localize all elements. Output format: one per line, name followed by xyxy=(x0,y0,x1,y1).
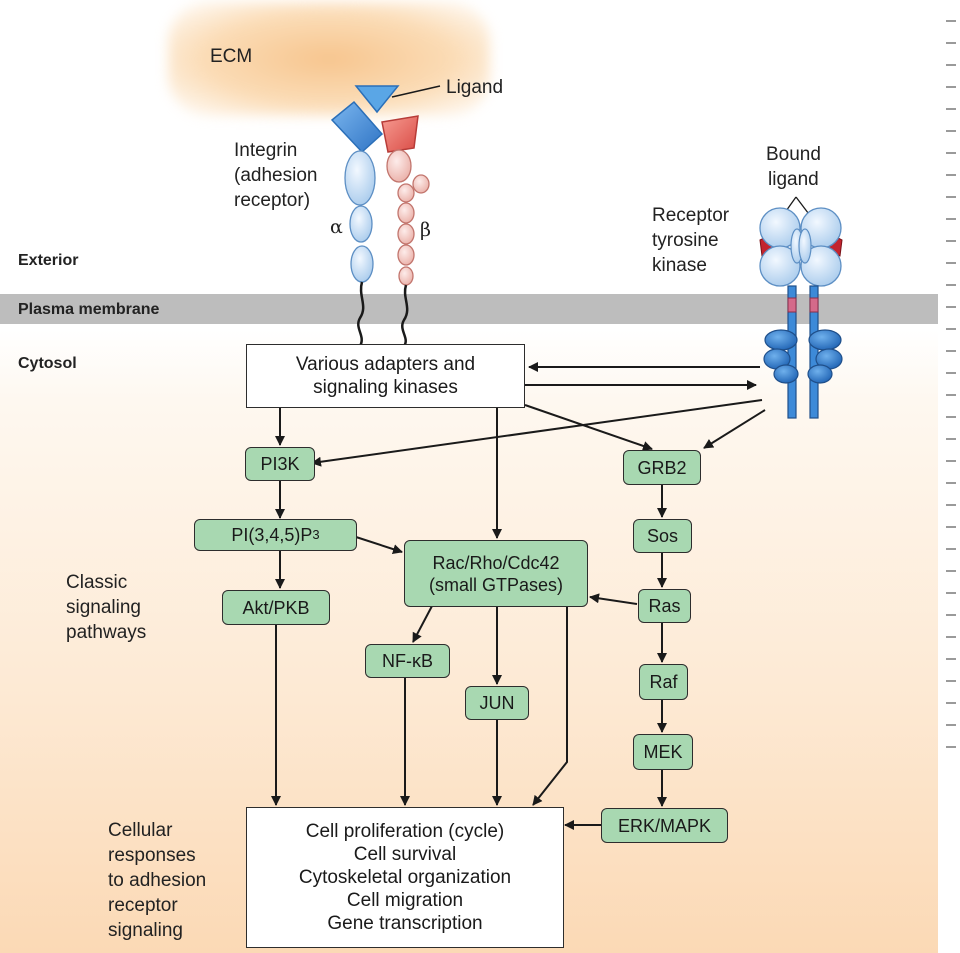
alpha-domain-1 xyxy=(344,150,376,206)
cropped-text-column xyxy=(938,0,960,953)
classic-label-line-3: pathways xyxy=(66,622,147,643)
classic-label-line-2: signaling xyxy=(66,597,141,618)
rac-node: Rac/Rho/Cdc42 (small GTPases) xyxy=(404,540,588,607)
arrow-pip3-to-rac xyxy=(355,536,403,554)
rtk-kinase-right-1 xyxy=(808,329,842,351)
rtk-domain-lr xyxy=(800,245,842,287)
rtk-kinase-left-3 xyxy=(773,364,799,384)
cellular-label-line-4: receptor xyxy=(108,895,178,916)
integrin-label-line-1: Integrin xyxy=(234,140,298,161)
cellular-label-line-2: responses xyxy=(108,845,196,866)
rtk-kinase-right-3 xyxy=(807,364,833,384)
response-migration: Cell migration xyxy=(346,890,464,911)
rac-line-2: (small GTPases) xyxy=(428,574,563,595)
ras-node: Ras xyxy=(638,589,691,623)
ligand-leader xyxy=(391,85,441,98)
beta-domain-4 xyxy=(397,202,415,224)
alpha-domain-2 xyxy=(349,205,373,243)
raf-node: Raf xyxy=(639,664,688,700)
sos-node: Sos xyxy=(633,519,692,553)
alpha-domain-3 xyxy=(350,245,374,283)
cytosol-label: Cytosol xyxy=(18,355,77,372)
arrow-rac-to-nfkb xyxy=(412,605,433,643)
rac-line-1: Rac/Rho/Cdc42 xyxy=(432,552,560,573)
adapters-node: Various adapters and signaling kinases xyxy=(246,344,525,408)
response-proliferation: Cell proliferation (cycle) xyxy=(305,821,505,842)
beta-domain-5 xyxy=(397,223,415,245)
adapters-line-1: Various adapters and xyxy=(295,354,476,375)
beta-domain-7 xyxy=(398,266,414,286)
beta-domain-2 xyxy=(412,174,430,194)
cellular-responses-box: Cell proliferation (cycle) Cell survival… xyxy=(246,807,564,948)
bound-ligand-line-1: Bound xyxy=(766,144,821,165)
cellular-label-line-3: to adhesion xyxy=(108,870,207,891)
plasma-membrane-label: Plasma membrane xyxy=(18,301,160,318)
rtk-tm-segment-left xyxy=(787,297,797,313)
ecm-label: ECM xyxy=(210,46,253,67)
adapters-line-2: signaling kinases xyxy=(313,377,458,398)
integrin-receptor xyxy=(330,85,441,347)
exterior-label: Exterior xyxy=(18,252,79,269)
rtk-tm-segment-right xyxy=(809,297,819,313)
integrin-label-line-2: (adhesion xyxy=(234,165,318,186)
mek-node: MEK xyxy=(633,734,693,770)
rtk-tm-left xyxy=(787,285,797,419)
arrow-adapters-to-grb2 xyxy=(524,404,653,451)
response-cytoskeleton: Cytoskeletal organization xyxy=(298,867,512,888)
beta-subunit-label: β xyxy=(420,219,431,241)
rtk-domain-ll xyxy=(759,245,801,287)
integrin-alpha-head xyxy=(330,100,384,154)
beta-domain-1 xyxy=(386,149,412,183)
integrin-label-line-3: receptor) xyxy=(234,190,311,211)
bound-ligand-line-2: ligand xyxy=(768,169,819,190)
receptor-tyrosine-kinase xyxy=(759,196,843,419)
beta-tail xyxy=(401,284,409,347)
plasma-membrane-band xyxy=(0,294,938,324)
pathway-arrows xyxy=(271,85,843,830)
arrow-rtk-to-grb2 xyxy=(703,409,766,449)
jun-node: JUN xyxy=(465,686,529,720)
rtk-label-line-3: kinase xyxy=(652,255,707,276)
rtk-kinase-left-1 xyxy=(764,329,798,351)
akt-node: Akt/PKB xyxy=(222,590,330,625)
cellular-label-line-1: Cellular xyxy=(108,820,173,841)
rtk-label-line-2: tyrosine xyxy=(652,230,719,251)
classic-label-line-1: Classic xyxy=(66,572,128,593)
cellular-label-line-5: signaling xyxy=(108,920,183,941)
integrin-beta-head xyxy=(381,115,419,153)
arrow-rtk-to-pi3k xyxy=(311,399,763,467)
response-survival: Cell survival xyxy=(353,844,457,865)
beta-domain-3 xyxy=(397,183,415,203)
ligand-label: Ligand xyxy=(446,77,504,98)
arrow-rac-to-responses xyxy=(532,607,568,806)
beta-domain-6 xyxy=(397,244,415,266)
rtk-label-line-1: Receptor xyxy=(652,205,730,226)
cytosol-background xyxy=(0,0,938,953)
alpha-subunit-label: α xyxy=(330,216,343,238)
rtk-stalk-right xyxy=(798,228,812,264)
pip3-label: PI(3,4,5)P xyxy=(231,525,313,545)
ecm-region xyxy=(168,2,490,116)
arrow-ras-to-rac xyxy=(589,593,638,605)
pip3-subscript: 3 xyxy=(312,527,320,542)
rtk-tm-right xyxy=(809,285,819,419)
nfkb-node: NF-κB xyxy=(365,644,450,678)
alpha-tail xyxy=(357,281,365,347)
arrow-group xyxy=(271,362,766,830)
response-transcription: Gene transcription xyxy=(327,913,483,934)
erk-node: ERK/MAPK xyxy=(601,808,728,843)
grb2-node: GRB2 xyxy=(623,450,701,485)
ligand-triangle xyxy=(354,85,400,114)
pi3k-node: PI3K xyxy=(245,447,315,481)
